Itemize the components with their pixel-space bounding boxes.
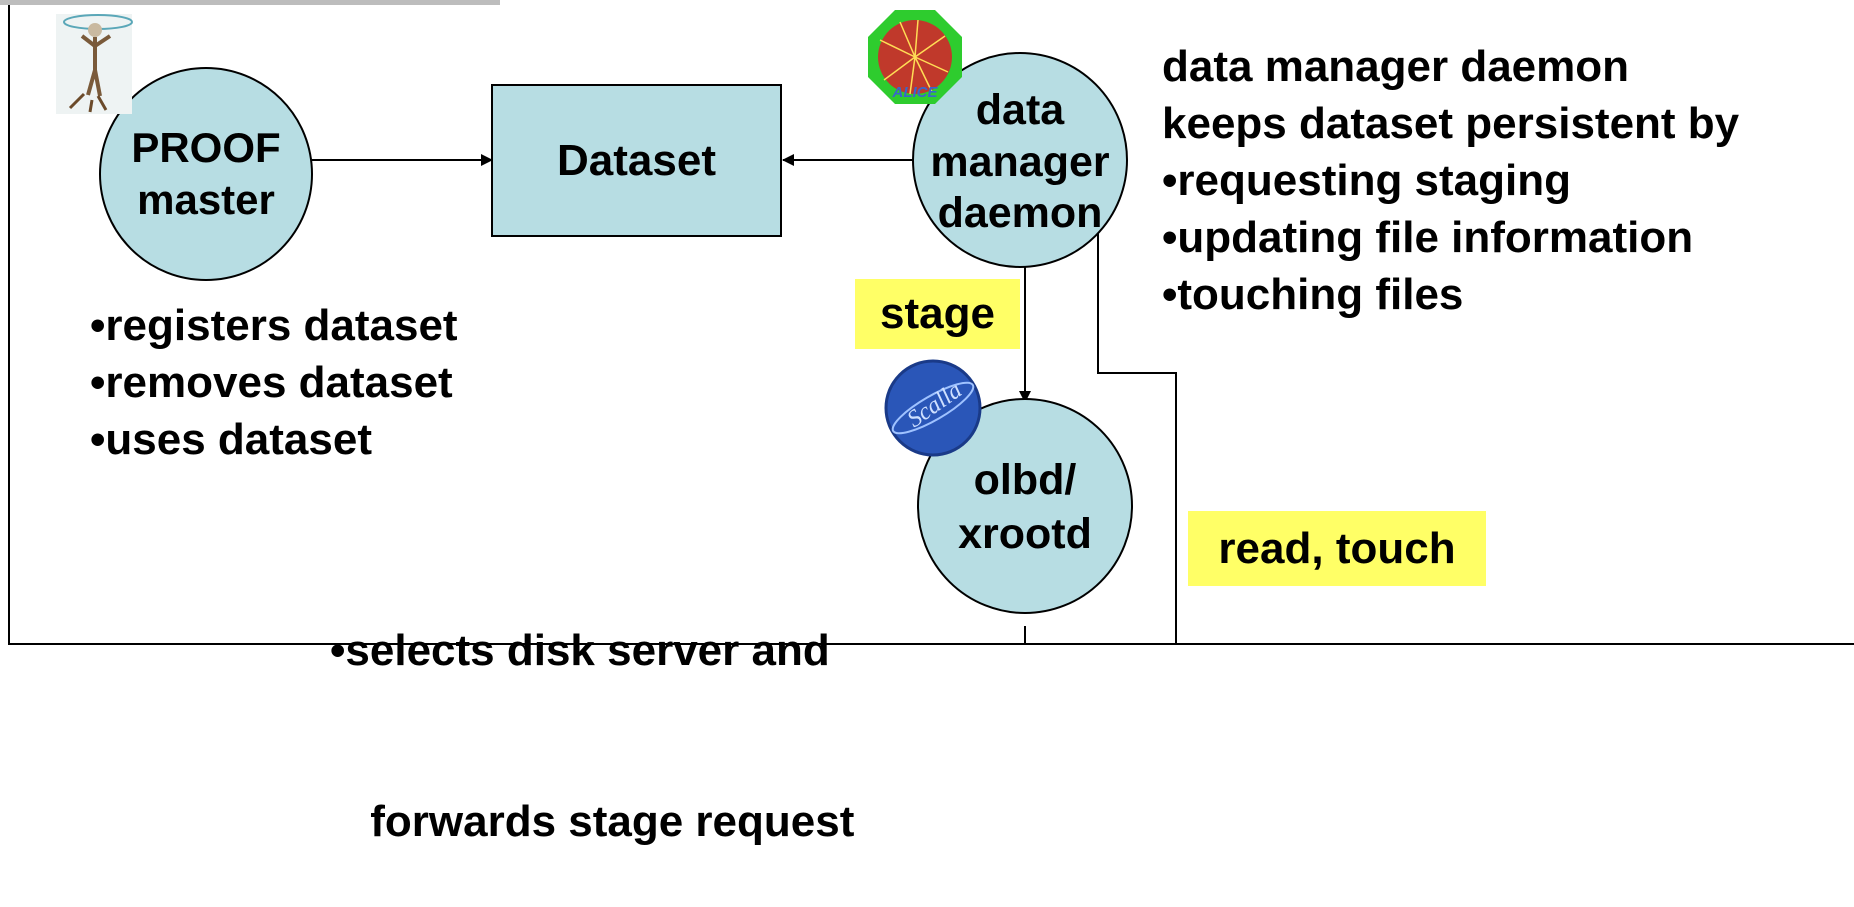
description-heading: data manager daemon (1162, 42, 1630, 91)
alice-logo-icon (868, 10, 962, 104)
olbd-bullet-list: •selects disk server and forwards stage … (330, 508, 854, 907)
frame-tab (0, 0, 500, 5)
list-item: •removes dataset (90, 358, 453, 407)
olbd-xrootd-label: olbd/ xrootd (958, 456, 1092, 558)
list-item: •updating file information (1162, 213, 1694, 262)
read-touch-connector (1097, 232, 1177, 645)
stage-label: stage (855, 279, 1020, 349)
list-item: •requesting staging (1162, 156, 1571, 205)
daemon-description: data manager daemon keeps dataset persis… (1162, 38, 1739, 323)
proof-bullet-list: •registers dataset •removes dataset •use… (90, 297, 458, 468)
data-manager-node (912, 52, 1128, 268)
olbd-xrootd-node (917, 398, 1133, 614)
dataset-node (491, 84, 782, 237)
list-item: •uses dataset (90, 415, 372, 464)
dataset-label: Dataset (557, 136, 716, 185)
data-manager-label: data manager daemon (930, 86, 1110, 238)
description-heading: keeps dataset persistent by (1162, 99, 1740, 148)
list-item: •touching files (1162, 270, 1464, 319)
proof-mascot-icon (56, 14, 133, 114)
read-touch-label: read, touch (1188, 511, 1486, 586)
diagram-canvas (0, 0, 1854, 645)
scalla-logo-icon (884, 359, 982, 457)
proof-master-node (99, 67, 313, 281)
list-item: •selects disk server and (330, 626, 830, 675)
alice-logo-text: ALICE (892, 84, 938, 101)
list-item: forwards stage request (358, 797, 855, 846)
list-item: •registers dataset (90, 301, 458, 350)
proof-master-label: PROOF master (131, 123, 281, 224)
